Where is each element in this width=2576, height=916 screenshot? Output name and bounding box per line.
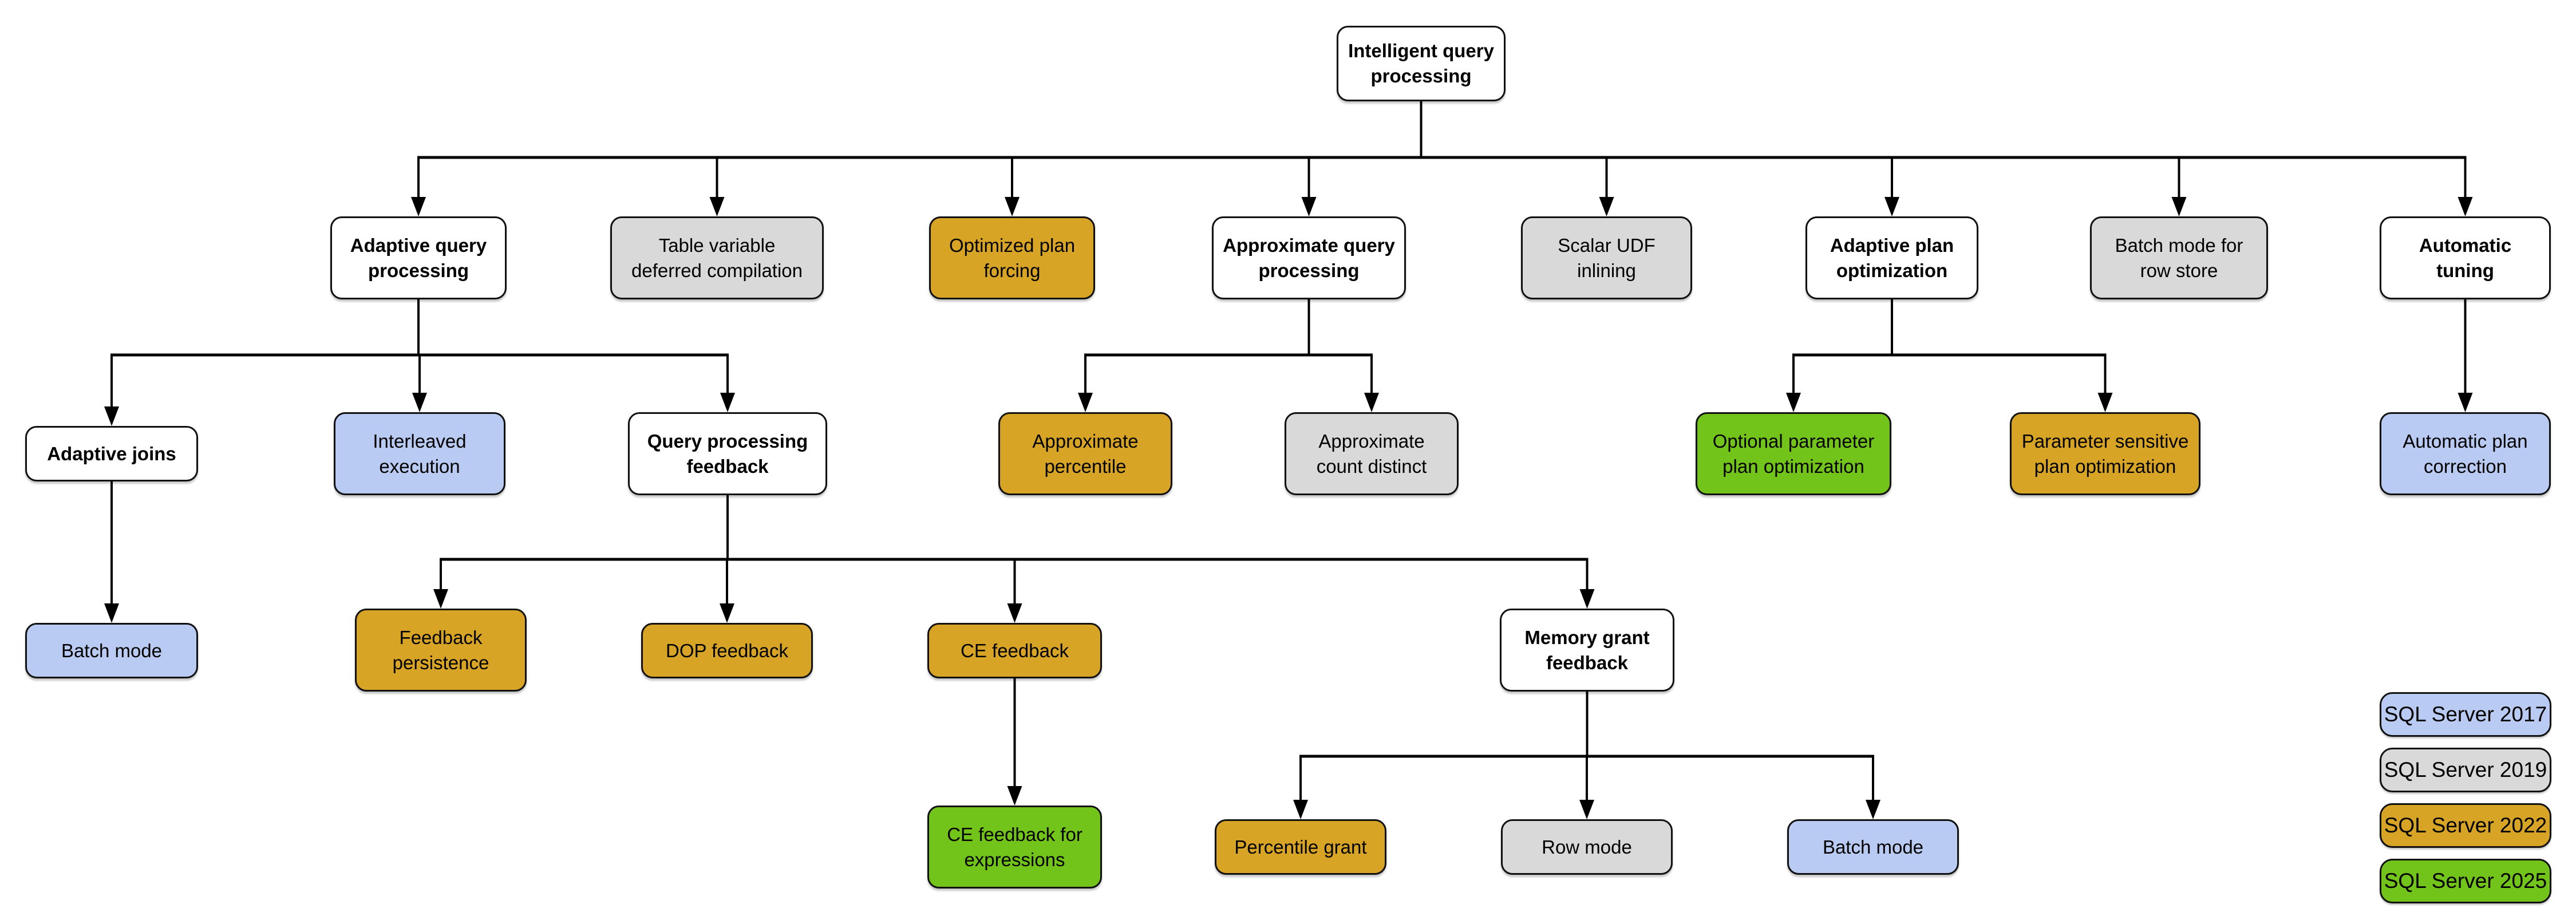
legend-label: SQL Server 2017 bbox=[2384, 702, 2547, 726]
node-label: Adaptive query processing bbox=[350, 234, 487, 281]
node-pg: Percentile grant bbox=[1215, 819, 1386, 875]
arrowhead-icon bbox=[104, 603, 119, 623]
node-label: Approximate count distinct bbox=[1316, 430, 1427, 477]
node-bm1: Batch mode bbox=[25, 623, 198, 678]
node-label: Optional parameter plan optimization bbox=[1712, 430, 1875, 477]
node-label: Approximate percentile bbox=[1032, 430, 1139, 477]
legend-label: SQL Server 2025 bbox=[2384, 869, 2547, 893]
arrowhead-icon bbox=[720, 603, 734, 623]
node-label: Query processing feedback bbox=[647, 430, 808, 477]
arrowhead-icon bbox=[1005, 197, 1020, 216]
node-rm: Row mode bbox=[1501, 819, 1673, 875]
node-label: Optimized plan forcing bbox=[949, 234, 1076, 281]
node-label: Interleaved execution bbox=[373, 430, 467, 477]
arrowhead-icon bbox=[2097, 393, 2113, 412]
node-label: Memory grant feedback bbox=[1524, 626, 1650, 673]
node-dop: DOP feedback bbox=[641, 623, 813, 678]
legend-label: SQL Server 2022 bbox=[2384, 814, 2547, 837]
node-qpf: Query processing feedback bbox=[628, 412, 827, 495]
node-pspo: Parameter sensitive plan optimization bbox=[2010, 412, 2200, 495]
node-bm2: Batch mode bbox=[1787, 819, 1959, 875]
node-acd: Approximate count distinct bbox=[1285, 412, 1459, 495]
node-label: Row mode bbox=[1542, 836, 1632, 858]
node-label: Batch mode for row store bbox=[2115, 234, 2243, 281]
node-mgf: Memory grant feedback bbox=[1500, 609, 1674, 692]
arrowhead-icon bbox=[1884, 197, 1899, 216]
arrowhead-icon bbox=[2171, 197, 2187, 216]
arrowhead-icon bbox=[1301, 197, 1317, 216]
arrowhead-icon bbox=[1866, 800, 1880, 819]
node-apo: Adaptive plan optimization bbox=[1805, 216, 1978, 299]
arrowhead-icon bbox=[1579, 800, 1594, 819]
legend-item-sql-server-2019: SQL Server 2019 bbox=[2380, 748, 2551, 792]
node-label: Scalar UDF inlining bbox=[1558, 234, 1656, 281]
arrowhead-icon bbox=[1293, 800, 1308, 819]
node-label: Parameter sensitive plan optimization bbox=[2021, 430, 2189, 477]
node-ap: Approximate percentile bbox=[998, 412, 1172, 495]
node-fp: Feedback persistence bbox=[355, 609, 527, 692]
legend-item-sql-server-2017: SQL Server 2017 bbox=[2380, 692, 2551, 737]
arrowhead-icon bbox=[411, 197, 426, 216]
node-label: Batch mode bbox=[1822, 836, 1924, 858]
node-label: Automatic plan correction bbox=[2403, 430, 2528, 477]
arrowhead-icon bbox=[1364, 393, 1379, 412]
node-label: CE feedback bbox=[961, 639, 1069, 661]
arrowhead-icon bbox=[1599, 197, 1614, 216]
node-label: Batch mode bbox=[61, 639, 163, 661]
arrowhead-icon bbox=[1579, 589, 1595, 609]
node-iqp: Intelligent query processing bbox=[1337, 26, 1506, 101]
node-label: Adaptive joins bbox=[47, 443, 176, 464]
node-oppo: Optional parameter plan optimization bbox=[1696, 412, 1891, 495]
arrowhead-icon bbox=[1078, 393, 1093, 412]
node-aj: Adaptive joins bbox=[25, 426, 198, 481]
node-cefe: CE feedback for expressions bbox=[927, 806, 1102, 889]
node-label: Feedback persistence bbox=[392, 626, 489, 673]
arrowhead-icon bbox=[720, 393, 735, 412]
node-label: DOP feedback bbox=[665, 639, 789, 661]
node-axqp: Approximate query processing bbox=[1212, 216, 1406, 299]
node-label: Approximate query processing bbox=[1223, 234, 1395, 281]
arrowhead-icon bbox=[104, 406, 119, 426]
node-label: Percentile grant bbox=[1234, 836, 1367, 858]
node-label: Intelligent query processing bbox=[1348, 40, 1494, 86]
arrowhead-icon bbox=[1007, 786, 1022, 806]
arrowhead-icon bbox=[433, 589, 448, 609]
arrowhead-icon bbox=[709, 197, 725, 216]
arrowhead-icon bbox=[1786, 393, 1801, 412]
arrowhead-icon bbox=[412, 393, 427, 412]
node-opf: Optimized plan forcing bbox=[929, 216, 1095, 299]
node-aqp: Adaptive query processing bbox=[330, 216, 507, 299]
node-tvdc: Table variable deferred compilation bbox=[610, 216, 824, 299]
node-label: Table variable deferred compilation bbox=[631, 234, 803, 281]
arrowhead-icon bbox=[2458, 197, 2473, 216]
legend-item-sql-server-2022: SQL Server 2022 bbox=[2380, 803, 2551, 848]
node-ie: Interleaved execution bbox=[334, 412, 505, 495]
legend-item-sql-server-2025: SQL Server 2025 bbox=[2380, 859, 2551, 903]
node-label: CE feedback for expressions bbox=[947, 823, 1082, 870]
node-cef: CE feedback bbox=[927, 623, 1102, 678]
node-apc: Automatic plan correction bbox=[2380, 412, 2551, 495]
node-sui: Scalar UDF inlining bbox=[1521, 216, 1692, 299]
legend-label: SQL Server 2019 bbox=[2384, 758, 2547, 781]
arrowhead-icon bbox=[2458, 393, 2473, 412]
node-at: Automatic tuning bbox=[2380, 216, 2551, 299]
node-label: Automatic tuning bbox=[2419, 234, 2512, 281]
node-bmrs: Batch mode for row store bbox=[2090, 216, 2268, 299]
arrowhead-icon bbox=[1007, 603, 1022, 623]
node-label: Adaptive plan optimization bbox=[1830, 234, 1954, 281]
